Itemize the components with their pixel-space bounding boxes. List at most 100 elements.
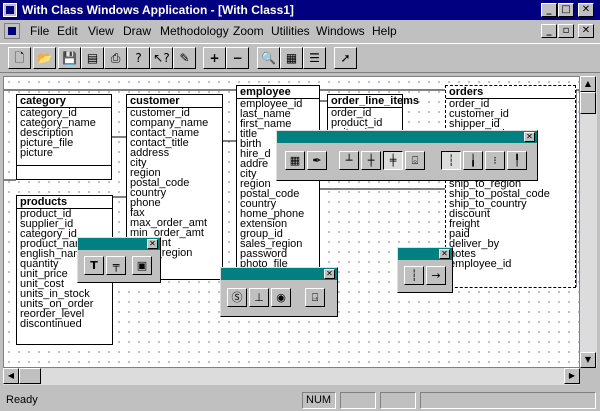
app-icon[interactable]: [3, 3, 17, 17]
table-field: supplier_id: [20, 218, 74, 230]
palette-caption[interactable]: ✕: [221, 268, 337, 280]
list-view-icon[interactable]: ☰: [303, 47, 326, 69]
menu-file[interactable]: File: [30, 24, 50, 38]
exit-door-icon[interactable]: ⍈: [305, 288, 325, 307]
table-field: city: [130, 157, 147, 169]
table-title: order_line_items: [328, 95, 419, 108]
doc-minimize-button[interactable]: _: [541, 24, 557, 38]
zoom-in-button[interactable]: +: [203, 47, 226, 69]
table-field: fax: [130, 207, 145, 219]
context-help-icon[interactable]: ↖?: [150, 47, 173, 69]
menu-utilities[interactable]: Utilities: [271, 24, 310, 38]
new-file-icon[interactable]: 🗋: [8, 47, 31, 69]
doc-close-button[interactable]: ✕: [578, 24, 594, 38]
minimize-button[interactable]: _: [541, 3, 557, 17]
calculator-icon[interactable]: ▦: [285, 151, 305, 170]
relation-tool-icon[interactable]: ╤: [106, 256, 126, 275]
menu-zoom[interactable]: Zoom: [233, 24, 264, 38]
table-field: min_order_amt: [130, 227, 204, 239]
initial-state-icon[interactable]: ⊥: [249, 288, 269, 307]
vertical-line-icon[interactable]: ┆: [404, 266, 424, 285]
table-field: units_in_stock: [20, 288, 90, 300]
image-tool-icon[interactable]: ▣: [132, 256, 152, 275]
open-folder-icon[interactable]: 📂: [33, 47, 56, 69]
table-field: order_id: [331, 107, 372, 119]
one-to-one-icon[interactable]: ┴: [339, 151, 359, 170]
status-pane-empty: [420, 392, 596, 409]
table-orders[interactable]: orders order_id customer_id shipper_id o…: [445, 85, 576, 288]
trash-icon[interactable]: ⌺: [405, 151, 425, 170]
menu-methodology[interactable]: Methodology: [160, 24, 229, 38]
close-icon[interactable]: ✕: [147, 239, 158, 249]
table-field: picture_file: [20, 137, 74, 149]
close-icon[interactable]: ✕: [324, 269, 335, 279]
table-field: first_name: [240, 118, 292, 130]
table-field: ship_to_postal_code: [449, 188, 550, 200]
table-category[interactable]: category category_id category_name descr…: [16, 94, 112, 180]
save-icon[interactable]: 💾: [58, 47, 81, 69]
vertical-scrollbar[interactable]: ▲ ▼: [580, 76, 597, 368]
zoom-out-button[interactable]: −: [226, 47, 249, 69]
doc-restore-button[interactable]: ▫: [558, 24, 574, 38]
menu-view[interactable]: View: [88, 24, 114, 38]
palette-caption[interactable]: ✕: [398, 248, 452, 260]
text-palette[interactable]: ✕ T ╤ ▣: [77, 237, 161, 283]
filled-end-icon[interactable]: ╽: [463, 151, 483, 170]
document-icon[interactable]: [4, 23, 20, 39]
arrow-palette[interactable]: ✕ ┆ →: [397, 247, 453, 293]
final-state-icon[interactable]: ◉: [271, 288, 291, 307]
print-icon[interactable]: ⎙: [104, 47, 127, 69]
open-end-icon[interactable]: ╿: [507, 151, 527, 170]
table-field: product_id: [20, 208, 72, 220]
table-field: addre: [240, 158, 269, 170]
table-field: freight: [449, 218, 480, 230]
close-button[interactable]: ✕: [578, 3, 594, 17]
help-icon[interactable]: ?: [127, 47, 150, 69]
table-field: paid: [449, 228, 470, 240]
menu-help[interactable]: Help: [372, 24, 397, 38]
zoom-magnifier-icon[interactable]: 🔍: [257, 47, 280, 69]
text-tool-icon[interactable]: T: [84, 256, 104, 275]
double-end-icon[interactable]: ⁝: [485, 151, 505, 170]
close-icon[interactable]: ✕: [439, 249, 450, 259]
close-icon[interactable]: ✕: [524, 132, 535, 142]
relationship-palette[interactable]: ✕ ▦ ✒ ┴ ┼ ╪ ⌺ ┆ ╽ ⁝ ╿: [276, 130, 538, 181]
table-field: category_id: [20, 107, 77, 119]
table-field: reorder_level: [20, 308, 85, 320]
status-pane-empty: [340, 392, 376, 409]
magic-wand-icon[interactable]: ✎: [173, 47, 196, 69]
arrow-right-icon[interactable]: →: [426, 266, 446, 285]
table-field: order_id: [449, 98, 490, 110]
menu-draw[interactable]: Draw: [123, 24, 152, 38]
print-preview-icon[interactable]: ▤: [81, 47, 104, 69]
menu-windows[interactable]: Windows: [316, 24, 365, 38]
scroll-down-icon[interactable]: ▼: [580, 352, 596, 368]
table-customer[interactable]: customer customer_id company_name contac…: [126, 94, 223, 280]
table-field: employee_id: [240, 98, 303, 110]
line-tool-icon[interactable]: ┆: [441, 151, 461, 170]
scroll-up-icon[interactable]: ▲: [580, 76, 596, 92]
palette-caption[interactable]: ✕: [78, 238, 160, 250]
table-order-line-items[interactable]: order_line_items order_id product_id uni…: [327, 94, 419, 139]
state-palette[interactable]: ✕ Ⓢ ⊥ ◉ ⍈: [220, 267, 338, 317]
scroll-right-icon[interactable]: ▶: [564, 368, 580, 384]
many-to-many-icon[interactable]: ╪: [383, 151, 403, 170]
palette-caption[interactable]: ✕: [277, 131, 537, 143]
pointer-icon[interactable]: ➚: [334, 47, 357, 69]
table-title: employee: [237, 86, 319, 99]
scroll-left-icon[interactable]: ◀: [3, 368, 19, 384]
scroll-thumb[interactable]: [19, 368, 41, 384]
table-field: english_name: [20, 248, 89, 260]
menu-edit[interactable]: Edit: [57, 24, 78, 38]
table-field: password: [240, 248, 288, 260]
maximize-button[interactable]: □: [558, 3, 574, 17]
s-circle-icon[interactable]: Ⓢ: [227, 288, 247, 307]
pen-icon[interactable]: ✒: [307, 151, 327, 170]
table-title: products: [17, 196, 112, 209]
one-to-many-icon[interactable]: ┼: [361, 151, 381, 170]
table-field: region: [130, 167, 161, 179]
horizontal-scrollbar[interactable]: ◀ ▶: [3, 368, 580, 385]
scroll-thumb[interactable]: [580, 92, 596, 114]
diagram-canvas[interactable]: category category_id category_name descr…: [3, 76, 580, 368]
grid-view-icon[interactable]: ▦: [280, 47, 303, 69]
